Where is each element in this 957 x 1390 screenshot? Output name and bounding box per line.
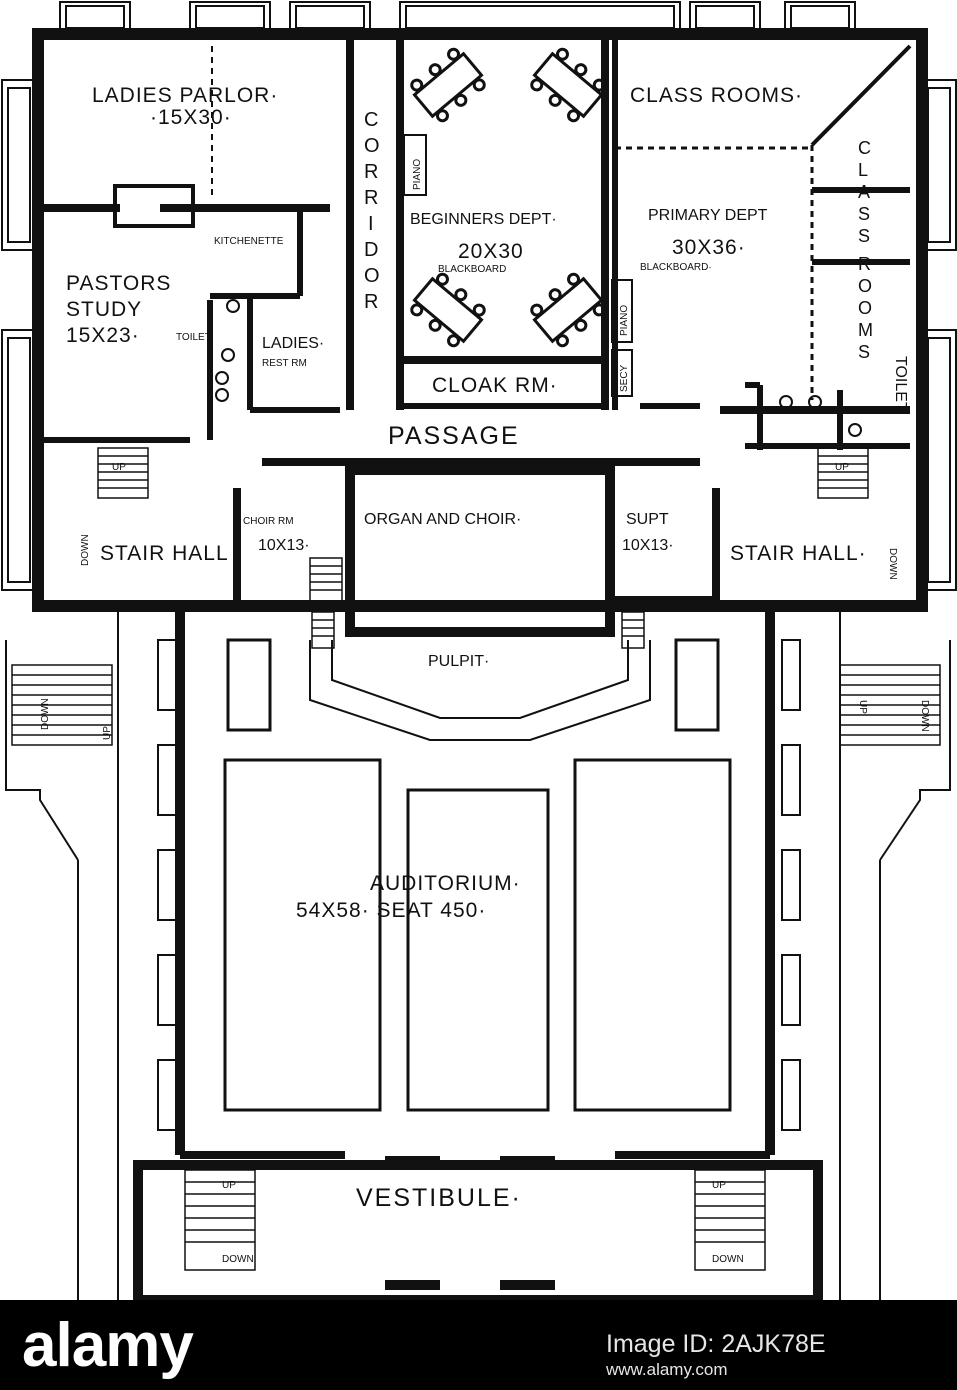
stair-mark-up: UP	[835, 462, 849, 473]
svg-text:S: S	[858, 342, 870, 362]
passage-label: PASSAGE	[388, 422, 520, 450]
choir-room-size: 10X13·	[258, 537, 310, 554]
blackboard-left-label: BLACKBOARD	[438, 264, 506, 275]
pastors-study-label: PASTORS	[66, 272, 171, 295]
stair-upper-right	[817, 447, 869, 499]
pulpit-label: PULPIT·	[428, 653, 489, 670]
stair-mark-down: DOWN	[712, 1254, 744, 1265]
piano-left-box	[403, 134, 427, 196]
ladies-rest-label-2: REST RM	[262, 358, 307, 369]
table-top-right	[530, 47, 606, 123]
brand-logo: alamy	[22, 1311, 194, 1380]
stock-image-id: Image ID: 2AJK78E	[606, 1330, 826, 1358]
corridor-label: C O R R I D O R	[364, 109, 380, 313]
primary-size: 30X36·	[672, 236, 746, 259]
stair-side-right	[839, 664, 941, 746]
auditorium-pews	[223, 638, 732, 1112]
svg-text:L: L	[858, 160, 868, 180]
svg-text:R: R	[858, 254, 871, 274]
table-bottom-left	[410, 272, 486, 348]
piano-left-label: PIANO	[412, 159, 423, 190]
pulpit-platform	[309, 640, 651, 741]
stair-direction-marks: UP UP DOWN DOWN UP DOWN UP DOWN UP DOWN …	[40, 462, 930, 1265]
stair-mark-down: DOWN	[222, 1254, 254, 1265]
svg-text:O: O	[364, 265, 380, 287]
auditorium-label: AUDITORIUM·	[370, 872, 521, 895]
table-top-left	[410, 47, 486, 123]
stair-vestibule-right	[694, 1169, 766, 1271]
beginners-tables	[410, 47, 606, 348]
svg-text:O: O	[364, 135, 380, 157]
beginners-label: BEGINNERS DEPT·	[410, 211, 557, 228]
toilet-right-label: TOILET	[892, 356, 909, 412]
ladies-parlor-size: ·15X30·	[150, 106, 232, 129]
primary-label: PRIMARY DEPT	[648, 207, 768, 224]
stair-mark-down: DOWN	[40, 698, 51, 730]
stair-mark-down: DOWN	[887, 548, 898, 580]
stair-mark-down: DOWN	[919, 700, 930, 732]
svg-text:R: R	[364, 291, 378, 313]
cloak-room-label: CLOAK RM·	[432, 374, 558, 397]
class-rooms-top-label: CLASS ROOMS·	[630, 84, 803, 107]
floor-plan: LADIES PARLOR· ·15X30· C O R R I D O R C…	[1, 1, 957, 1300]
blackboard-right-label: BLACKBOARD·	[640, 262, 712, 273]
fireplace	[113, 184, 195, 228]
auditorium-size: 54X58· SEAT 450·	[296, 899, 486, 922]
stair-mark-up: UP	[222, 1180, 236, 1191]
stair-pulpit-right	[621, 611, 645, 649]
stair-hall-right-label: STAIR HALL·	[730, 542, 867, 565]
stair-mark-down: DOWN	[80, 534, 91, 566]
stair-upper-left	[97, 447, 149, 499]
supt-size: 10X13·	[622, 537, 674, 554]
ladies-rest-label: LADIES·	[262, 335, 324, 352]
upper-block-walls	[32, 28, 928, 637]
svg-text:S: S	[858, 226, 870, 246]
stock-footer: alamy Image ID: 2AJK78E www.alamy.com	[0, 1300, 957, 1390]
stairs	[11, 447, 941, 1271]
stair-vestibule-left	[184, 1169, 256, 1271]
choir-room-label: CHOIR RM	[243, 516, 294, 527]
svg-text:R: R	[364, 161, 378, 183]
beginners-size: 20X30	[458, 240, 524, 263]
stock-url: www.alamy.com	[606, 1360, 728, 1379]
svg-text:S: S	[858, 204, 870, 224]
ladies-parlor-label: LADIES PARLOR·	[92, 84, 278, 107]
svg-text:A: A	[858, 182, 870, 202]
piano-right-label: PIANO	[619, 305, 630, 336]
svg-text:M: M	[858, 320, 873, 340]
stair-pulpit-left	[311, 611, 335, 649]
stair-side-left	[11, 664, 113, 746]
svg-text:C: C	[858, 138, 871, 158]
secy-box	[611, 349, 633, 397]
supt-label: SUPT	[626, 511, 669, 528]
piano-right-box	[611, 279, 633, 343]
stair-mark-up: UP	[712, 1180, 726, 1191]
fixtures	[113, 134, 862, 437]
svg-text:D: D	[364, 239, 378, 261]
vestibule-label: VESTIBULE·	[356, 1184, 522, 1212]
pastors-study-label-2: STUDY	[66, 298, 142, 321]
stair-mark-up: UP	[857, 700, 868, 714]
stair-hall-left-label: STAIR HALL	[100, 542, 229, 565]
svg-text:I: I	[368, 213, 374, 235]
table-bottom-right	[530, 272, 606, 348]
stair-mark-up: UP	[112, 462, 126, 473]
svg-text:O: O	[858, 298, 872, 318]
class-rooms-side-label: C L A S S R O O M S	[858, 138, 873, 362]
svg-text:O: O	[858, 276, 872, 296]
stair-mark-up: UP	[102, 726, 113, 740]
room-labels: LADIES PARLOR· ·15X30· C O R R I D O R C…	[66, 84, 909, 1212]
svg-text:R: R	[364, 187, 378, 209]
secy-label: SECY	[619, 364, 630, 392]
organ-choir-label: ORGAN AND CHOIR·	[364, 511, 521, 528]
pastors-study-size: 15X23·	[66, 324, 140, 347]
stair-choir	[309, 557, 343, 603]
svg-text:C: C	[364, 109, 378, 131]
toilet-left-label: TOILET·	[176, 332, 214, 343]
kitchenette-label: KITCHENETTE	[214, 236, 284, 247]
